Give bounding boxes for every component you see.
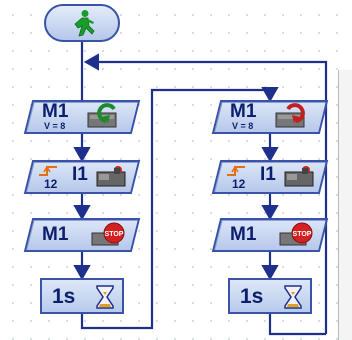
wait-block-right[interactable]: 1s [228,278,312,314]
rising-edge-icon [39,165,57,176]
wire-right-to-return [268,314,326,336]
wait-label: 1s [52,285,76,308]
wire-loop-return [83,53,328,334]
rising-edge-icon [227,165,245,176]
motor-stop-icon: STOP [91,222,125,246]
motor-label: M1 [230,224,257,245]
input-label: I1 [260,164,276,185]
input-block-right[interactable]: 12 I1 [211,160,329,194]
motor-block-right[interactable]: M1 V = 8 [211,100,329,134]
switch-sensor-icon [96,166,126,187]
hourglass-icon [284,285,302,309]
motor-label: M1 [42,101,69,122]
motor-label: M1 [230,101,257,122]
motor-stop-icon: STOP [279,222,313,246]
svg-text:STOP: STOP [293,231,312,238]
side-panel [338,70,352,340]
motor-rotate-left-icon [87,103,117,128]
motor-rotate-right-icon [275,103,305,128]
hourglass-icon [96,285,114,309]
motor-label: M1 [42,224,69,245]
wait-label: 1s [240,285,264,308]
wait-block-left[interactable]: 1s [40,278,124,314]
stop-block-left[interactable]: M1 STOP [23,218,141,252]
input-block-left[interactable]: 12 I1 [23,160,141,194]
start-block[interactable] [44,4,120,42]
input-number: 12 [44,177,58,191]
switch-sensor-icon [284,166,314,187]
input-label: I1 [72,164,88,185]
speed-label: V = 8 [232,121,254,131]
motor-block-left[interactable]: M1 V = 8 [23,100,141,134]
wire-left-to-right [80,86,279,330]
green-walking-man-icon [74,10,95,37]
speed-label: V = 8 [44,121,66,131]
input-number: 12 [232,177,246,191]
stop-block-right[interactable]: M1 STOP [211,218,329,252]
svg-text:STOP: STOP [105,231,124,238]
